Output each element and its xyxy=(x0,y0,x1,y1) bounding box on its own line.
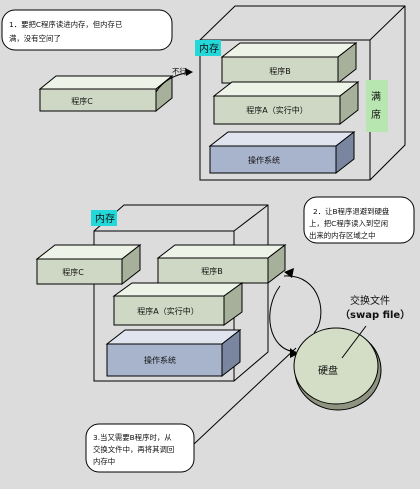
program-b-block-top: 程序B xyxy=(220,41,358,85)
program-a-block-top: 程序A（实行中） xyxy=(212,80,360,126)
note-3-connector xyxy=(193,347,297,445)
note-2: 2．让B程序退避到硬盘 上，把C程序读入到空闲 出来的内存区域之中 xyxy=(303,196,415,244)
swap-arrow-head-in xyxy=(284,268,294,278)
cannot-arrow: 不行 xyxy=(155,67,193,93)
os-label-top: 操作系统 xyxy=(248,155,280,165)
swap-file-label-en: （swap file） xyxy=(340,308,410,321)
swap-file-pointer xyxy=(341,325,367,359)
program-c-label-top: 程序C xyxy=(71,96,93,106)
os-label-bottom: 操作系统 xyxy=(144,355,176,365)
memory-label-top: 内存 xyxy=(199,42,219,55)
memory-label-bottom: 内存 xyxy=(95,212,115,225)
program-a-label-top: 程序A（实行中） xyxy=(246,105,307,115)
program-b-label-top: 程序B xyxy=(269,66,291,76)
note-3-line-3: 内存中 xyxy=(93,457,115,466)
hard-disk: 硬盘 xyxy=(293,327,382,411)
swap-file-caption: 交换文件 （swap file） xyxy=(340,294,410,321)
note-3: 3.当又需要B程序时，从 交换文件中，再将其调回 内存中 xyxy=(85,423,195,473)
swap-arrows xyxy=(269,275,322,353)
note-2-line-3: 出来的内存区域之中 xyxy=(309,231,376,240)
os-block-bottom: 操作系统 xyxy=(105,328,242,378)
memory-tag-bottom: 内存 xyxy=(91,210,117,226)
note-2-line-2: 上，把C程序读入到空闲 xyxy=(309,219,388,228)
program-a-block-bottom: 程序A（实行中） xyxy=(112,282,244,326)
swap-file-label: 交换文件 xyxy=(350,294,390,307)
program-c-block-top: 程序C xyxy=(38,74,174,113)
cannot-label: 不行 xyxy=(172,67,187,76)
full-label-1: 满 xyxy=(371,91,381,103)
note-1-line-2: 满，没有空间了 xyxy=(9,34,61,43)
os-block-top: 操作系统 xyxy=(208,130,356,175)
program-b-block-bottom: 程序B xyxy=(156,243,287,285)
full-tag: 满 席 xyxy=(366,80,388,132)
note-3-line-1: 3.当又需要B程序时，从 xyxy=(93,433,172,442)
note-3-line-2: 交换文件中，再将其调回 xyxy=(93,445,174,454)
program-c-block-bottom: 程序C xyxy=(35,243,142,286)
note-2-line-1: 2．让B程序退避到硬盘 xyxy=(313,207,390,216)
memory-tag-top: 内存 xyxy=(195,40,221,56)
program-a-label-bottom: 程序A（实行中） xyxy=(137,306,198,316)
swap-arrow-head-out xyxy=(290,348,298,358)
note-1: 1．要把C程序读进内存，但内存已 满，没有空间了 xyxy=(1,9,173,51)
program-c-label-bottom: 程序C xyxy=(62,267,84,277)
program-b-label-bottom: 程序B xyxy=(201,266,223,276)
note-1-line-1: 1．要把C程序读进内存，但内存已 xyxy=(9,20,123,29)
disk-label: 硬盘 xyxy=(318,364,338,377)
full-label-2: 席 xyxy=(371,108,381,121)
